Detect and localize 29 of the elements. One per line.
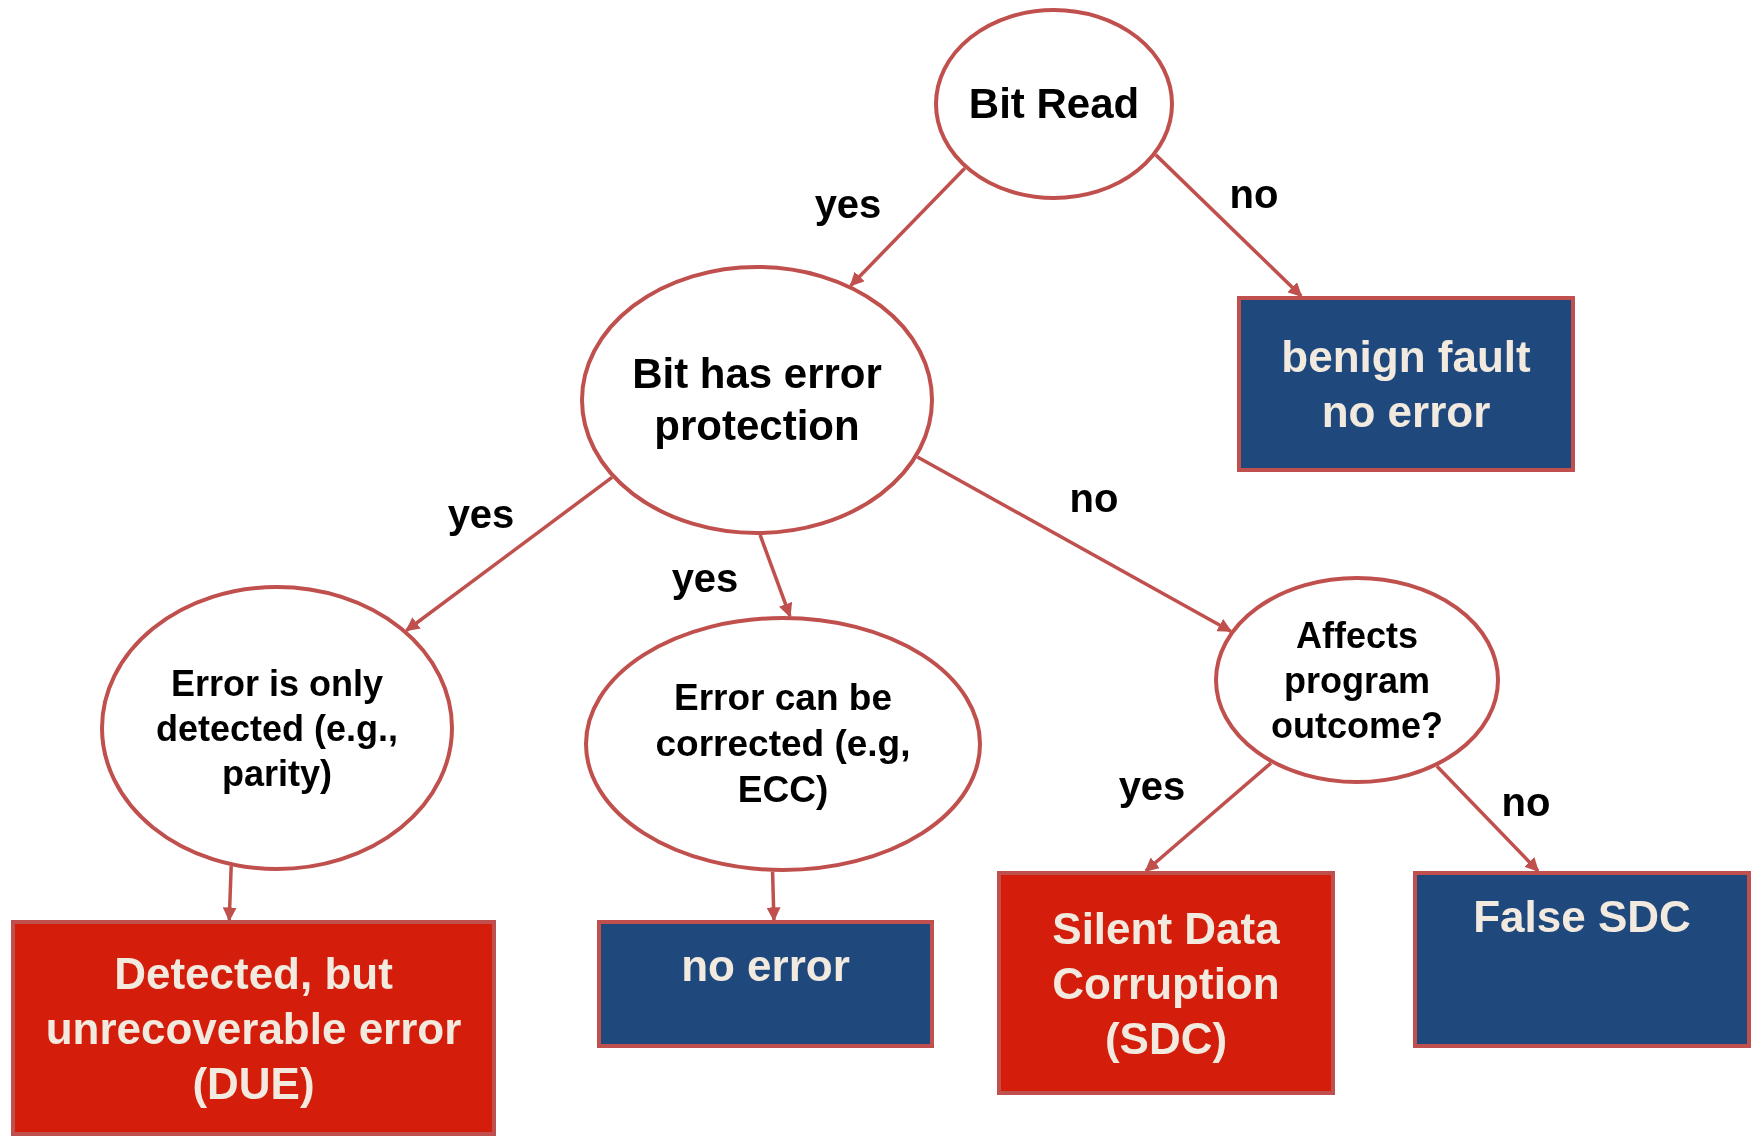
decision-ellipse bbox=[1214, 576, 1500, 784]
outcome-box bbox=[11, 920, 496, 1136]
node-text: Detected, but unrecoverable error (DUE) bbox=[44, 947, 463, 1110]
arrow bbox=[916, 455, 1232, 633]
arrow bbox=[405, 476, 614, 632]
outcome-box bbox=[1413, 871, 1751, 1048]
node-text: benign fault no error bbox=[1280, 331, 1532, 438]
outcome-box bbox=[997, 871, 1335, 1095]
outcome-box bbox=[597, 920, 934, 1048]
node-text: Bit has error protection bbox=[631, 348, 883, 451]
node-text: False SDC bbox=[1473, 891, 1691, 943]
decision-ellipse bbox=[100, 585, 454, 871]
node-text: no error bbox=[681, 940, 850, 992]
arrow bbox=[758, 534, 793, 618]
arrow bbox=[1154, 153, 1303, 298]
node-text: Affects program outcome? bbox=[1270, 613, 1444, 748]
arrow bbox=[222, 866, 237, 922]
outcome-box bbox=[1237, 296, 1575, 472]
node-text: Error is only detected (e.g., parity) bbox=[154, 661, 400, 796]
node-text: Bit Read bbox=[968, 78, 1140, 129]
node-text: Error can be corrected (e.g, ECC) bbox=[654, 675, 912, 813]
arrow bbox=[1144, 761, 1273, 873]
arrow bbox=[1435, 765, 1540, 873]
decision-ellipse bbox=[584, 616, 982, 872]
decision-ellipse bbox=[580, 265, 934, 535]
arrow bbox=[849, 167, 967, 287]
node-text: Silent Data Corruption (SDC) bbox=[1051, 902, 1281, 1065]
decision-ellipse bbox=[934, 8, 1174, 200]
arrow bbox=[766, 871, 781, 922]
